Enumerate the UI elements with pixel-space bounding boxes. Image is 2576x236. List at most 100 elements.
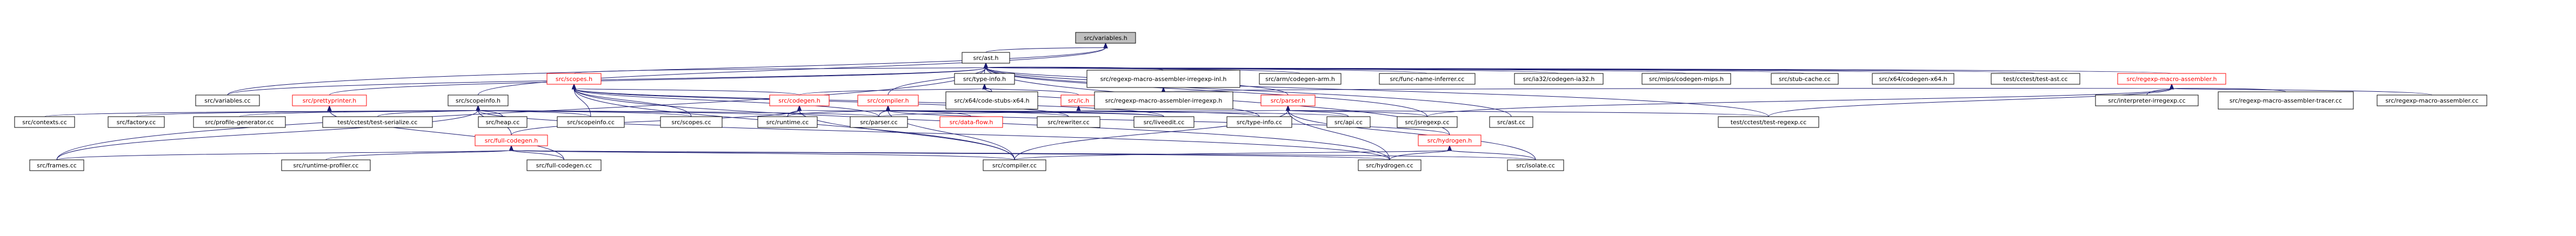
edge-regexp_macro_assembler_irregexp_h-to-regexp_macro_assembler_h [1163,83,2174,92]
edge-arrowhead [797,105,802,111]
edge-arrowhead [1447,145,1452,151]
node-box [1259,73,1342,85]
node-regexp-macro-assembler-cc[interactable]: src/regexp-macro-assembler.cc [2377,95,2487,106]
node-regexp-macro-assembler-irregexp-h[interactable]: src/regexp-macro-assembler-irregexp.h [1094,91,1233,110]
node-codegen-h[interactable]: src/codegen.h [769,95,830,106]
edge-scopeinfo_cc-to-scopes_h [571,83,591,117]
node-rewriter-cc[interactable]: src/rewriter.cc [1037,116,1100,128]
node-frames-cc[interactable]: src/frames.cc [29,159,84,171]
node-prettyprinter-h[interactable]: src/prettyprinter.h [292,95,367,106]
node-label: src/hydrogen.h [1427,137,1472,144]
node-label: src/heap.cc [486,119,520,126]
edge-line [985,67,1512,117]
node-label: src/api.cc [1334,119,1363,126]
node-test-test-ast-cc[interactable]: test/cctest/test-ast.cc [1991,73,2080,85]
node-box [1514,73,1604,85]
node-label: src/parser.h [1271,97,1306,104]
edge-line [511,150,1536,160]
edge-arrowhead [983,62,989,69]
node-runtime-cc[interactable]: src/runtime.cc [757,116,818,128]
node-compiler-cc[interactable]: src/compiler.cc [983,159,1046,171]
node-box [322,116,433,128]
node-label: src/hydrogen.cc [1366,162,1413,169]
node-liveedit-cc[interactable]: src/liveedit.cc [1133,116,1194,128]
node-box [1872,73,1954,85]
node-label: src/jsregexp.cc [1405,119,1449,126]
node-box [546,73,602,85]
node-profile-generator-cc[interactable]: src/profile-generator.cc [193,116,286,128]
edge-heap_cc-to-scopeinfo_h [476,105,503,117]
node-api-cc[interactable]: src/api.cc [1326,116,1371,128]
edge-type_info_cc-to-ic_h [1076,105,1260,117]
node-x64-codegen-x64-h[interactable]: src/x64/codegen-x64.h [1872,73,1954,85]
node-box [14,116,75,128]
node-box [2095,95,2199,106]
node-box [2218,91,2354,110]
node-regexp-macro-assembler-irregexp-inl-h[interactable]: src/regexp-macro-assembler-irregexp-inl.… [1086,70,1240,88]
node-data-flow-h[interactable]: src/data-flow.h [939,116,1003,128]
edge-variables_cc-to-ast_h [227,62,989,96]
node-box [962,52,1010,64]
node-variables-cc[interactable]: src/variables.cc [195,95,260,106]
node-hydrogen-cc[interactable]: src/hydrogen.cc [1358,159,1422,171]
node-test-serialize-cc[interactable]: test/cctest/test-serialize.cc [322,116,433,128]
node-func-name-inferrer-cc[interactable]: src/func-name-inferrer.cc [1379,73,1476,85]
node-runtime-profiler-cc[interactable]: src/runtime-profiler.cc [281,159,371,171]
edge-variables_cc-to-variables_h [227,42,1108,96]
edge-line [1078,110,1260,117]
node-contexts-cc[interactable]: src/contexts.cc [14,116,75,128]
node-hydrogen-h[interactable]: src/hydrogen.h [1418,134,1481,146]
edge-arrowhead [509,145,514,151]
node-label: src/compiler.h [867,97,909,104]
node-box [769,95,830,106]
node-full-codegen-cc[interactable]: src/full-codegen.cc [526,159,602,171]
edge-line [573,88,800,96]
node-x64-code-stubs-x64-h[interactable]: src/x64/code-stubs-x64.h [945,91,1038,110]
node-scopes-h[interactable]: src/scopes.h [546,73,602,85]
node-label: src/compiler.cc [992,162,1037,169]
node-scopes-cc[interactable]: src/scopes.cc [660,116,723,128]
node-box [1379,73,1476,85]
node-compiler-h[interactable]: src/compiler.h [857,95,919,106]
edge-line [1768,88,2172,117]
node-label: src/runtime.cc [766,119,809,126]
node-label: src/regexp-macro-assembler.h [2127,76,2217,83]
node-regexp-macro-assembler-tracer-cc[interactable]: src/regexp-macro-assembler-tracer.cc [2218,91,2354,110]
node-label: src/ia32/codegen-ia32.h [1523,76,1595,83]
node-label: src/stub-cache.cc [1779,76,1831,83]
node-mips-codegen-mips-h[interactable]: src/mips/codegen-mips.h [1641,73,1731,85]
edge-line [1287,110,1390,160]
node-heap-cc[interactable]: src/heap.cc [478,116,528,128]
node-ast-h[interactable]: src/ast.h [962,52,1010,64]
node-type-info-cc[interactable]: src/type-info.cc [1226,116,1292,128]
node-ic-h[interactable]: src/ic.h [1060,95,1097,106]
node-stub-cache-cc[interactable]: src/stub-cache.cc [1771,73,1839,85]
node-interpreter-irregexp-cc[interactable]: src/interpreter-irregexp.cc [2095,95,2199,106]
node-scopeinfo-cc[interactable]: src/scopeinfo.cc [557,116,625,128]
node-box [983,159,1046,171]
edge-ast_h-to-variables_h [985,42,1108,53]
node-box [2377,95,2487,106]
node-arm-codegen-arm-h[interactable]: src/arm/codegen-arm.h [1259,73,1342,85]
node-label: test/cctest/test-regexp.cc [1731,119,1807,126]
node-label: src/variables.h [1084,35,1127,42]
node-test-regexp-cc[interactable]: test/cctest/test-regexp.cc [1718,116,1819,128]
node-label: src/isolate.cc [1516,162,1555,169]
node-isolate-cc[interactable]: src/isolate.cc [1507,159,1564,171]
node-regexp-macro-assembler-h[interactable]: src/regexp-macro-assembler.h [2117,73,2226,85]
node-box [1260,95,1316,106]
node-parser-h[interactable]: src/parser.h [1260,95,1316,106]
node-box [1094,91,1233,110]
node-type-info-h[interactable]: src/type-info.h [954,73,1015,85]
node-parser-cc[interactable]: src/parser.cc [850,116,908,128]
edge-line [325,150,512,160]
node-ia32-codegen-ia32-h[interactable]: src/ia32/codegen-ia32.h [1514,73,1604,85]
edge-hydrogen_cc-to-scopeinfo_h [476,105,1390,160]
node-factory-cc[interactable]: src/factory.cc [108,116,165,128]
node-ast-cc[interactable]: src/ast.cc [1489,116,1533,128]
node-box [195,95,260,106]
node-full-codegen-h[interactable]: src/full-codegen.h [475,134,548,146]
node-scopeinfo-h[interactable]: src/scopeinfo.h [448,95,509,106]
node-jsregexp-cc[interactable]: src/jsregexp.cc [1397,116,1458,128]
edge-line [573,88,692,117]
